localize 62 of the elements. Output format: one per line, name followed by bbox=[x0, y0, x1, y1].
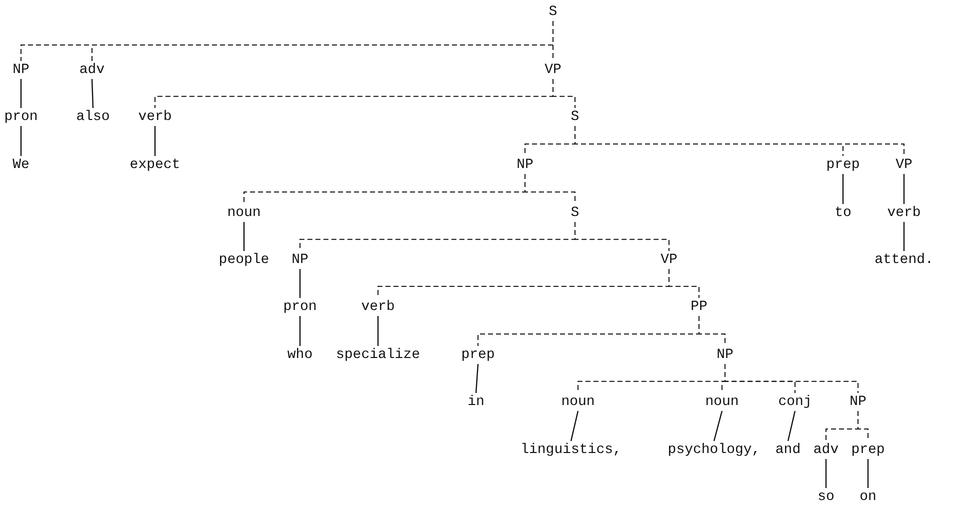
tree-label: S bbox=[548, 4, 558, 20]
tree-label: adv bbox=[812, 442, 840, 458]
tree-label: pron bbox=[3, 109, 39, 125]
tree-label: noun bbox=[704, 394, 740, 410]
tree-label: to bbox=[834, 205, 852, 221]
tree-label: noun bbox=[560, 394, 596, 410]
branch-line bbox=[243, 222, 245, 251]
tree-label: VP bbox=[544, 62, 562, 78]
tree-label: in bbox=[466, 394, 486, 410]
branch-line bbox=[20, 79, 22, 108]
tree-label: specialize bbox=[335, 347, 421, 363]
tree-label: verb bbox=[137, 109, 173, 125]
tree-label: VP bbox=[894, 157, 914, 173]
tree-label: prep bbox=[850, 442, 886, 458]
tree-label: S bbox=[570, 109, 580, 125]
tree-label: PP bbox=[690, 299, 708, 315]
tree-label: NP bbox=[848, 394, 868, 410]
tree-label: pron bbox=[282, 299, 318, 315]
tree-label: prep bbox=[460, 347, 496, 363]
branch-line bbox=[867, 459, 869, 488]
tree-label: so bbox=[816, 489, 836, 505]
tree-label: expect bbox=[128, 157, 182, 173]
tree-label: attend. bbox=[874, 252, 934, 268]
branch-line bbox=[299, 316, 301, 346]
tree-label: psychology, bbox=[666, 442, 762, 458]
tree-label: people bbox=[218, 252, 270, 268]
tree-label: verb bbox=[886, 205, 922, 221]
branch-line bbox=[903, 222, 905, 251]
tree-label: conj bbox=[777, 394, 813, 410]
tree-label: adv bbox=[78, 62, 106, 78]
branch-line bbox=[377, 316, 379, 346]
branch-line bbox=[570, 410, 579, 442]
branch-line bbox=[825, 459, 827, 488]
tree-label: NP bbox=[716, 347, 734, 363]
tree-label: We bbox=[12, 157, 30, 173]
tree-label: prep bbox=[825, 157, 861, 173]
branch-line bbox=[91, 78, 94, 108]
tree-label: noun bbox=[226, 205, 262, 221]
branch-line bbox=[475, 364, 479, 394]
branch-line bbox=[903, 174, 905, 204]
tree-label: S bbox=[570, 205, 580, 221]
tree-label: who bbox=[286, 347, 314, 363]
branch-line bbox=[299, 269, 301, 298]
branch-line bbox=[842, 174, 844, 204]
branch-line bbox=[154, 126, 156, 156]
dashed-branch-line bbox=[574, 222, 670, 252]
dashed-branch-line bbox=[668, 268, 700, 298]
tree-label: NP bbox=[290, 252, 310, 268]
tree-label: linguistics, bbox=[520, 442, 622, 458]
branch-line bbox=[713, 410, 723, 442]
dashed-branch-line bbox=[574, 126, 904, 156]
branch-line bbox=[20, 126, 22, 156]
tree-label: and bbox=[774, 442, 802, 458]
tree-label: NP bbox=[516, 157, 534, 173]
tree-label: on bbox=[858, 489, 878, 505]
tree-label: VP bbox=[660, 252, 678, 268]
dashed-branch-line bbox=[552, 78, 576, 108]
branch-line bbox=[787, 410, 796, 442]
tree-label: also bbox=[75, 109, 111, 125]
tree-label: verb bbox=[360, 299, 396, 315]
dashed-branch-line bbox=[724, 364, 858, 394]
tree-label: NP bbox=[12, 62, 30, 78]
